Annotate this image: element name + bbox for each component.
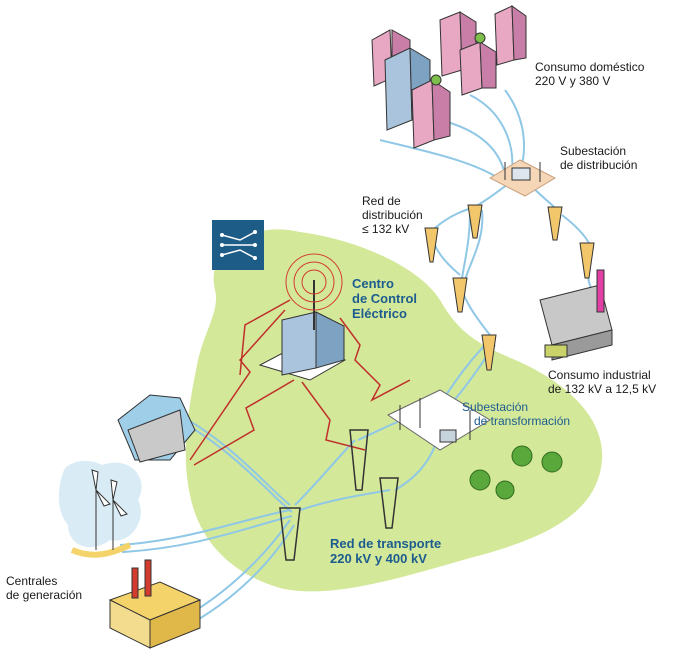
label-line: distribución bbox=[362, 208, 423, 222]
label-line: de distribución bbox=[560, 158, 638, 172]
label-line: 220 kV y 400 kV bbox=[330, 551, 427, 566]
distribution-towers bbox=[424, 204, 595, 371]
hydro-dam bbox=[117, 394, 196, 463]
label-red-distribucion: Red de distribución ≤ 132 kV bbox=[362, 194, 423, 236]
city-buildings bbox=[371, 5, 527, 149]
label-line: de 132 kV a 12,5 kV bbox=[548, 382, 657, 396]
label-line: Red de bbox=[362, 194, 401, 208]
label-line: ≤ 132 kV bbox=[362, 222, 410, 236]
label-line: Centrales bbox=[6, 574, 58, 588]
label-line: Consumo doméstico bbox=[535, 60, 645, 74]
label-line: de transformación bbox=[474, 414, 571, 428]
label-red-transporte: Red de transporte 220 kV y 400 kV bbox=[330, 536, 441, 566]
distribution-substation bbox=[488, 159, 557, 197]
control-center bbox=[258, 253, 347, 381]
trees bbox=[469, 445, 563, 500]
label-line: Consumo industrial bbox=[548, 368, 651, 382]
industrial-factory bbox=[539, 269, 613, 361]
label-subestacion-transformacion: Subestación de transformación bbox=[462, 400, 570, 428]
thermal-plant bbox=[108, 559, 202, 649]
control-arrows bbox=[189, 299, 411, 466]
wind-farm bbox=[58, 460, 142, 558]
label-centro-control: Centro de Control Eléctrico bbox=[352, 276, 417, 321]
label-centrales-generacion: Centrales de generación bbox=[6, 574, 82, 602]
label-line: 220 V y 380 V bbox=[535, 74, 611, 88]
label-line: Subestación bbox=[560, 144, 627, 158]
label-consumo-domestico: Consumo doméstico 220 V y 380 V bbox=[535, 60, 644, 88]
label-line: Eléctrico bbox=[352, 306, 407, 321]
label-line: de generación bbox=[6, 588, 83, 602]
label-line: de Control bbox=[352, 291, 417, 306]
transformation-substation bbox=[386, 389, 491, 451]
label-line: Red de transporte bbox=[330, 536, 442, 551]
label-line: Subestación bbox=[462, 400, 529, 414]
network-logo-icon bbox=[212, 220, 264, 270]
label-consumo-industrial: Consumo industrial de 132 kV a 12,5 kV bbox=[548, 368, 656, 396]
label-subestacion-distribucion: Subestación de distribución bbox=[560, 144, 637, 172]
transport-towers bbox=[279, 429, 399, 561]
label-line: Centro bbox=[352, 276, 394, 291]
